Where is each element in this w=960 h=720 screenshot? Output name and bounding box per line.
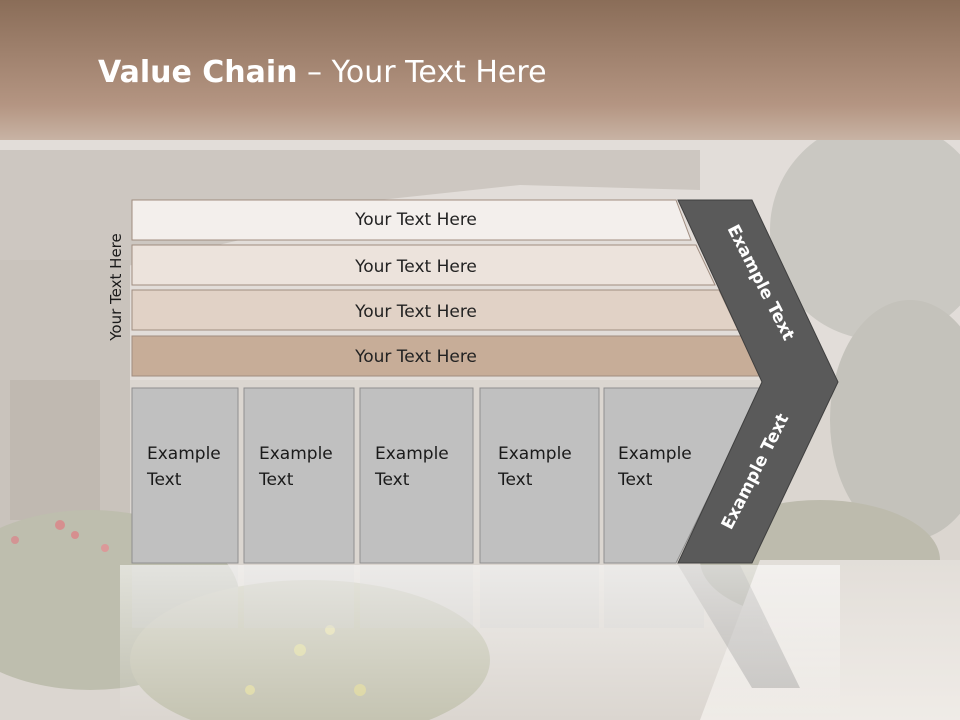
activity-box [131,387,239,564]
box-text-line1: Example [259,444,333,464]
reflection-fade [120,565,840,720]
activity-box [603,387,763,564]
title-rest: – Your Text Here [297,55,547,90]
bar-label: Your Text Here [354,302,477,322]
margin-chevron [677,199,839,564]
box-text-line2: Text [617,470,653,490]
box-text-line2: Text [146,470,182,490]
bar-label: Your Text Here [354,347,477,367]
box-text-line2: Text [374,470,410,490]
slide-title: Value Chain – Your Text Here [98,55,547,90]
box-text-line1: Example [375,444,449,464]
bars-group: Your Text Here Your Text Here Your Text … [131,199,763,377]
side-label: Your Text Here [107,233,125,341]
box-text-line1: Example [498,444,572,464]
boxes-group: Example Text Example Text Example Text E… [131,387,763,564]
title-bold: Value Chain [98,55,298,90]
box-text-line2: Text [258,470,294,490]
box-text-line1: Example [618,444,692,464]
bar-label: Your Text Here [354,257,477,277]
box-text-line2: Text [497,470,533,490]
header-band [0,0,960,140]
activity-box [479,387,600,564]
activity-box [359,387,474,564]
box-text-line1: Example [147,444,221,464]
activity-box [243,387,355,564]
bar-1 [131,199,692,241]
bar-label: Your Text Here [354,210,477,230]
bar-2 [131,244,716,286]
